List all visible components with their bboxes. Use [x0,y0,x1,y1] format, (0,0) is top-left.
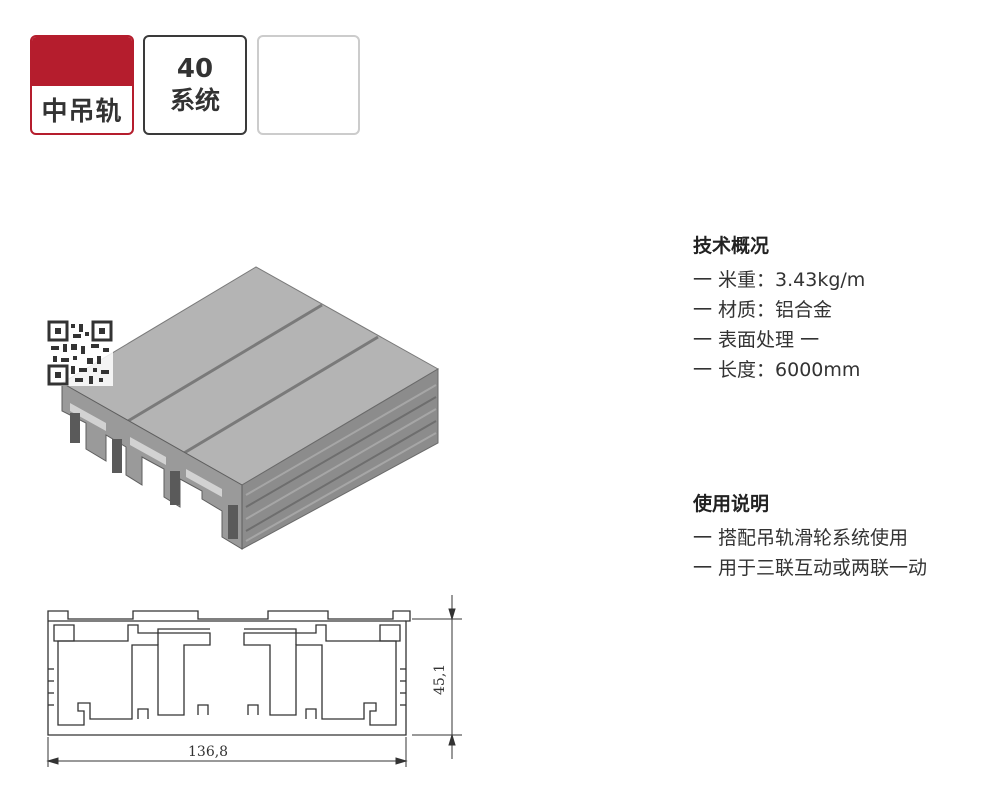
cross-section-drawing: 136,8 45,1 [46,595,462,767]
profile-end-face [61,382,243,550]
width-dimension-label: 136,8 [188,744,228,760]
category-tag-label: 中吊轨 [41,97,123,127]
usage-item-2: 一 用于三联互动或两联一动 [693,557,928,579]
technical-overview: 技术概况 一 米重：3.43kg/m 一 材质：铝合金 一 表面处理 一 一 长… [693,233,865,385]
category-tag: 中吊轨 [30,35,134,135]
usage-item-1: 一 搭配吊轨滑轮系统使用 [693,527,909,549]
qr-code-icon [47,320,113,386]
spec-weight: 一 米重：3.43kg/m [693,269,866,291]
system-number: 40 [176,54,214,84]
section-outline [47,610,411,736]
profile-groove-2 [183,335,379,455]
spec-length: 一 长度：6000mm [693,359,861,381]
profile-groove-1 [127,303,323,423]
spec-surface: 一 表面处理 一 [693,329,820,351]
spec-material: 一 材质：铝合金 [693,299,833,321]
category-tag-red-band [32,37,132,86]
system-label: 系统 [169,86,220,115]
usage-heading: 使用说明 [693,493,770,515]
empty-tag [257,35,360,135]
height-dimension-label: 45,1 [432,664,448,695]
system-tag: 40 系统 [143,35,247,135]
usage-instructions: 使用说明 一 搭配吊轨滑轮系统使用 一 用于三联互动或两联一动 [693,491,927,583]
rail-profile-render [61,266,440,550]
technical-overview-heading: 技术概况 [693,235,770,257]
